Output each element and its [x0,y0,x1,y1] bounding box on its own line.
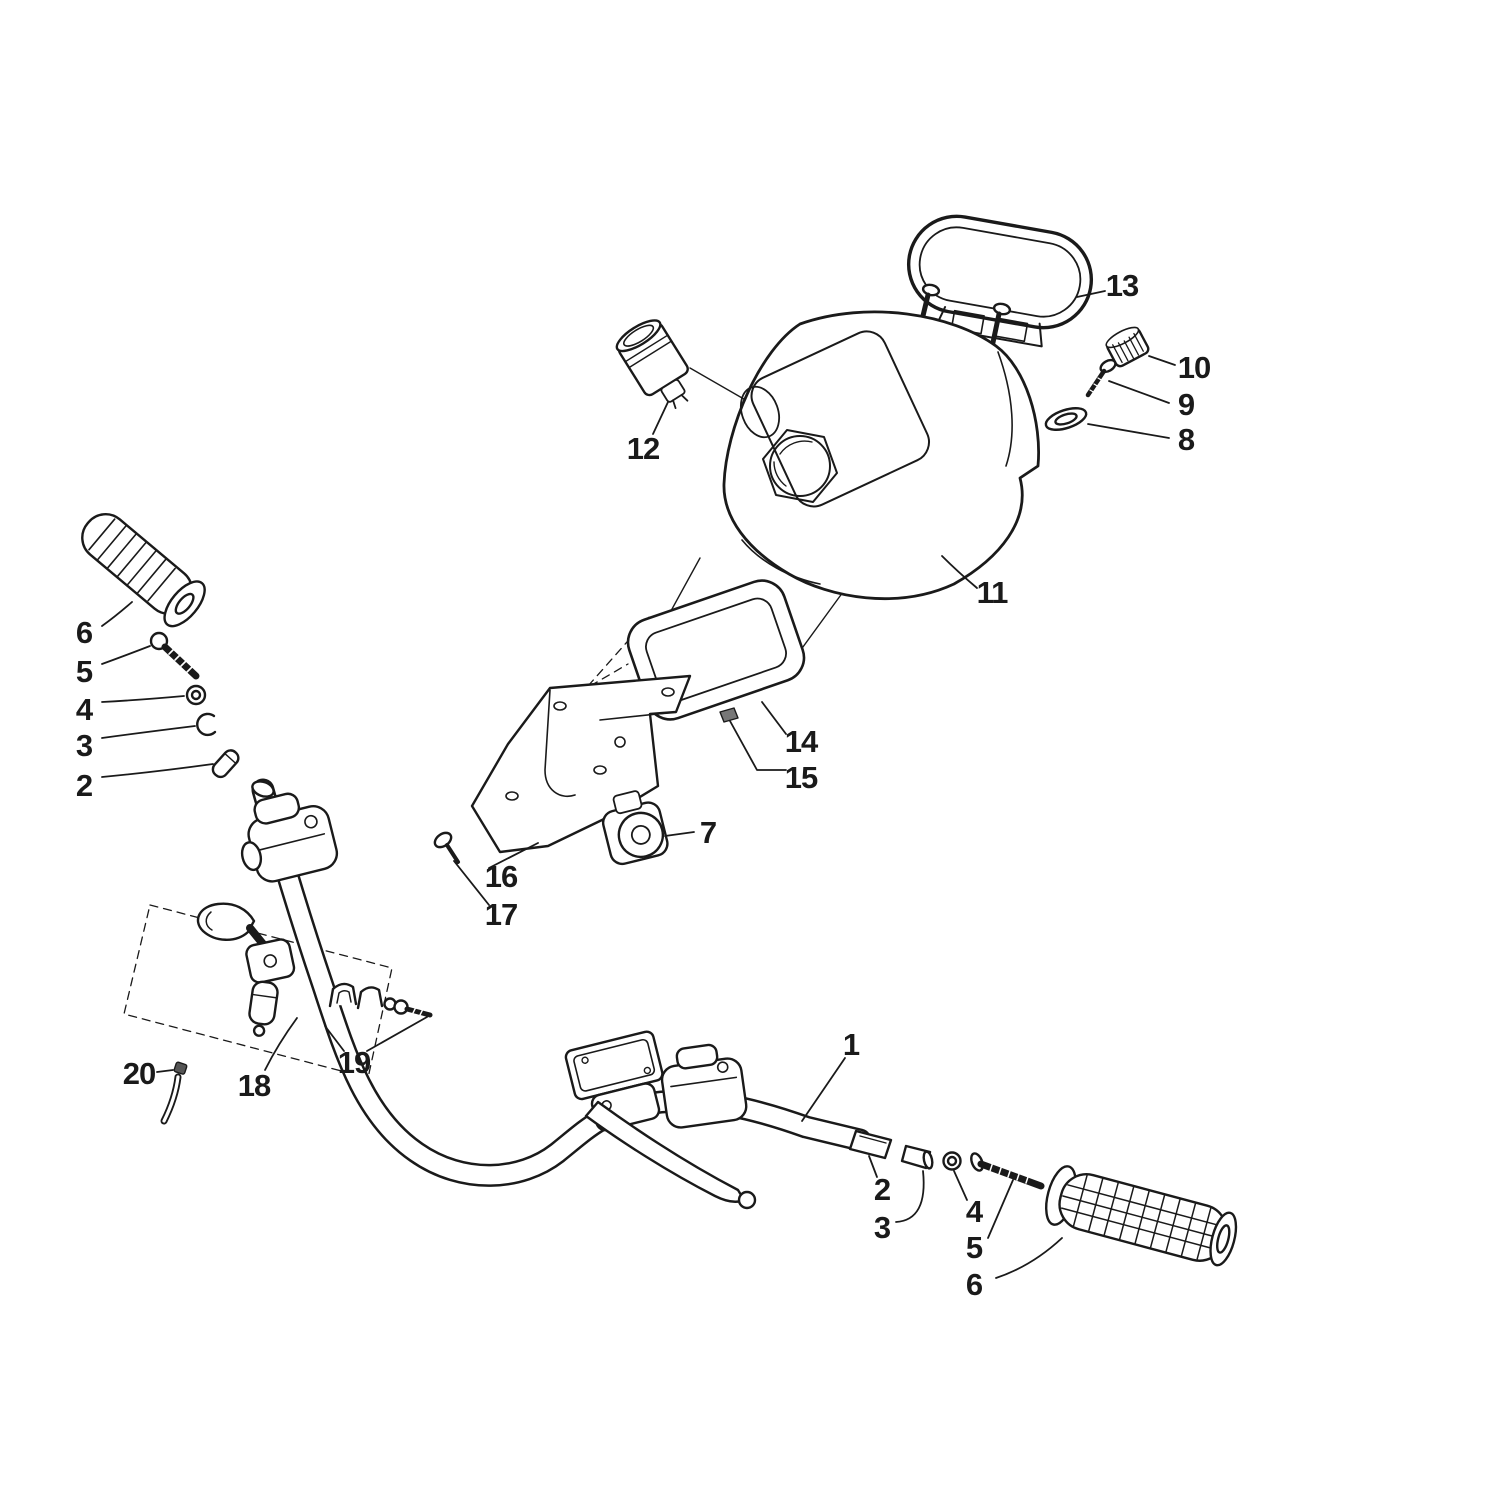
left-washer [185,684,207,706]
bezel-clip [719,707,739,723]
callout-3-left: 3 [75,728,93,763]
cable-part [160,1061,188,1125]
left-retainer [196,712,217,737]
callout-10: 10 [1177,350,1211,385]
right-hardware [848,1129,1045,1190]
callout-5-left: 5 [75,654,93,689]
right-grip [1045,1165,1238,1267]
callout-15: 15 [784,760,818,795]
callout-4-right: 4 [965,1194,983,1229]
callout-4-left: 4 [75,692,93,727]
callout-12: 12 [626,431,660,466]
callout-16: 16 [484,859,518,894]
round-switch [601,790,669,866]
callout-9: 9 [1177,387,1195,422]
callout-14: 14 [784,724,818,759]
callout-2-left: 2 [75,768,93,803]
lock-washer [1044,407,1088,431]
left-screw [149,631,200,680]
handlebar-clamp [328,982,433,1018]
callout-20: 20 [122,1056,156,1091]
callout-2-right: 2 [873,1172,891,1207]
callout-8: 8 [1177,422,1195,457]
accessory-socket [615,319,689,410]
thumb-throttle [196,902,296,1037]
brake-lever [584,1100,757,1210]
callout-18: 18 [237,1068,271,1103]
left-switch-housing [240,792,339,883]
callout-7: 7 [699,815,717,850]
callout-5-right: 5 [965,1230,983,1265]
knob-cap [1105,326,1150,368]
callout-3-right: 3 [873,1210,891,1245]
mounting-bracket [470,674,692,854]
console-cover [722,310,1040,600]
callout-1: 1 [842,1027,860,1062]
left-grip [81,512,206,628]
leader-lines [101,290,1176,1279]
right-throttle-housing [660,1043,748,1129]
small-screw [1085,358,1117,398]
left-cable-end [211,749,240,779]
callout-13: 13 [1105,268,1139,303]
callout-6-right: 6 [965,1267,983,1302]
callout-11: 11 [976,575,1009,610]
callout-6-left: 6 [75,615,93,650]
bracket-pin [433,831,460,864]
callout-19: 19 [337,1045,371,1080]
callout-17: 17 [484,897,518,932]
